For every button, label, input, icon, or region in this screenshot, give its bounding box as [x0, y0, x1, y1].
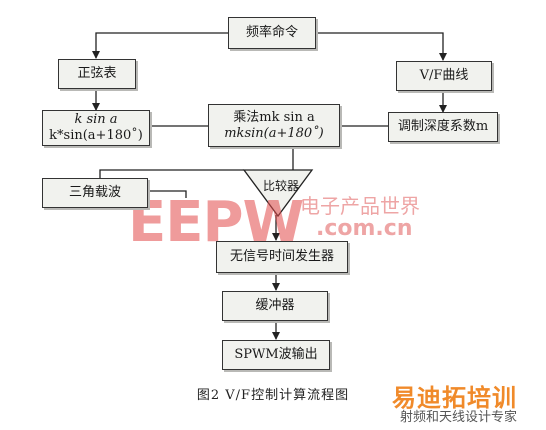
buffer-label: 缓冲器 — [255, 298, 295, 313]
brand-subtitle: 射频和天线设计专家 — [400, 410, 518, 425]
k-sine-line1: k sin a — [74, 112, 118, 127]
figure-caption: 图2 V/F控制计算流程图 — [196, 388, 350, 403]
multiplier-box: 乘法mk sin a mksin(a+180˚) — [208, 104, 340, 147]
sine-table-box: 正弦表 — [58, 59, 136, 89]
spwm-output-box: SPWM波输出 — [222, 340, 330, 370]
brand-logo-text: 易迪拓培训 — [392, 384, 517, 412]
comparator-label: 比较器 — [262, 179, 299, 193]
line-tri-to-cmp-top — [99, 169, 244, 178]
vf-curve-label: V/F曲线 — [419, 68, 469, 83]
mod-depth-box: 调制深度系数m — [388, 112, 498, 142]
line-tri-right — [148, 190, 187, 198]
k-sine-box: k sin a k*sin(a+180˚) — [42, 110, 150, 146]
k-sine-line2: k*sin(a+180˚) — [49, 128, 143, 143]
no-signal-time-box: 无信号时间发生器 — [216, 241, 348, 273]
multiplier-line1: 乘法mk sin a — [233, 109, 315, 125]
spwm-output-label: SPWM波输出 — [234, 347, 318, 362]
line-freq-to-vf — [316, 32, 447, 61]
freq-command-label: 频率命令 — [245, 25, 298, 40]
comparator-shape — [242, 169, 314, 218]
line-freq-to-sine — [92, 32, 228, 59]
buffer-box: 缓冲器 — [222, 291, 328, 321]
mod-depth-label: 调制深度系数m — [397, 119, 489, 134]
sine-table-label: 正弦表 — [77, 66, 117, 81]
multiplier-line2: mksin(a+180˚) — [224, 125, 324, 141]
vf-curve-box: V/F曲线 — [396, 61, 492, 91]
triangle-carrier-label: 三角载波 — [68, 185, 121, 200]
freq-command-box: 频率命令 — [228, 17, 316, 49]
watermark-com: .com.cn — [316, 216, 413, 241]
watermark-cn: 电子产品世界 — [300, 194, 420, 218]
no-signal-time-label: 无信号时间发生器 — [229, 249, 334, 264]
triangle-carrier-box: 三角载波 — [42, 178, 148, 208]
